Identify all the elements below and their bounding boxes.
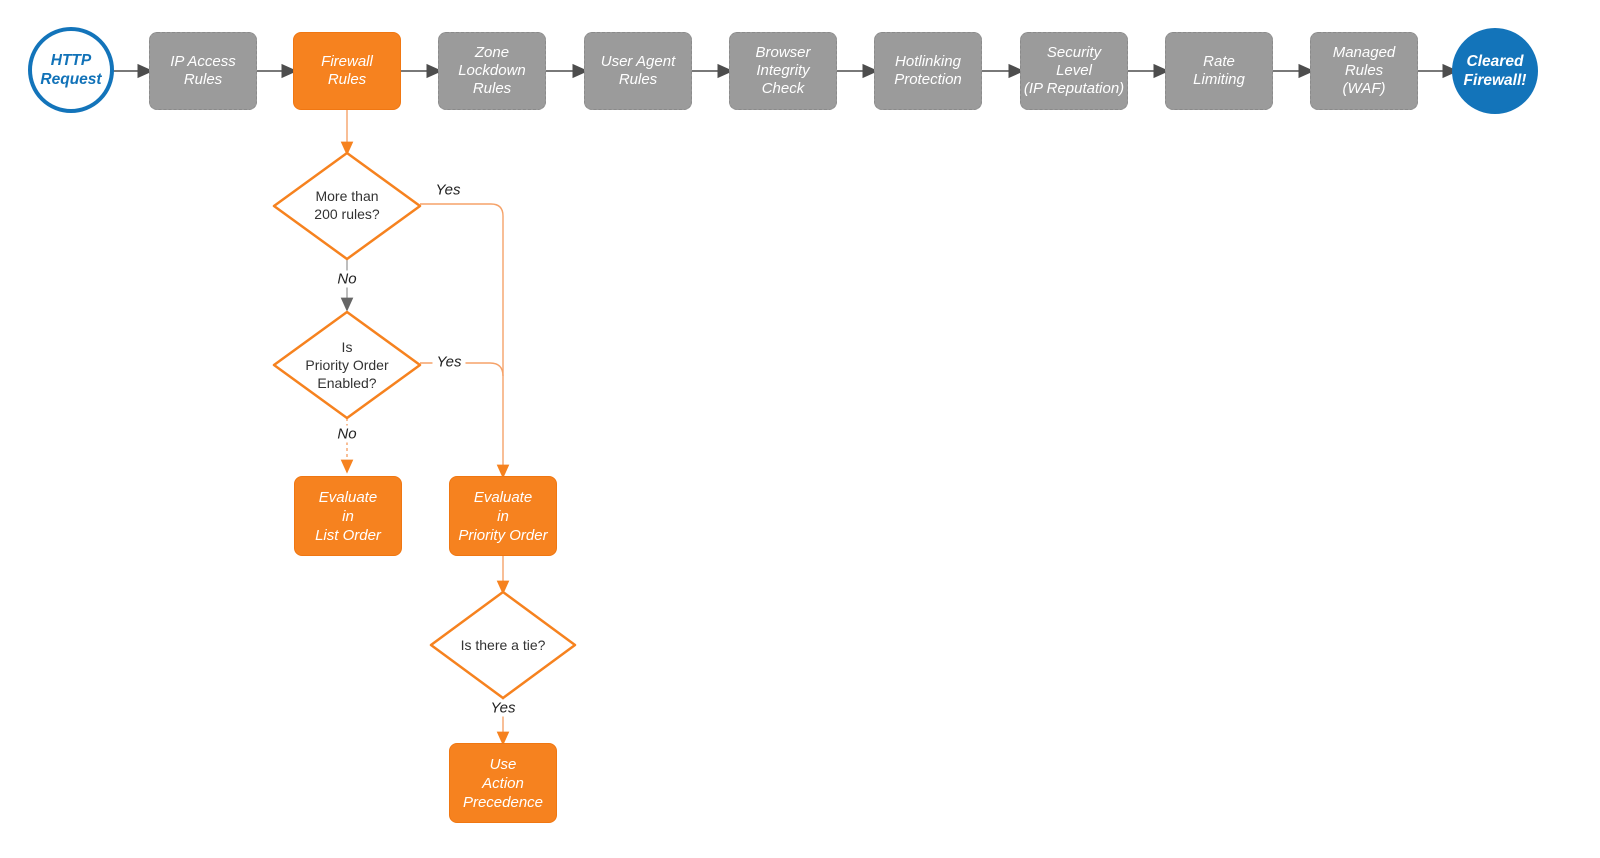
stage-user-agent-rules: User Agent Rules (584, 32, 692, 110)
action-label: Use Action Precedence (462, 755, 544, 811)
stage-browser-integrity-check: Browser Integrity Check (729, 32, 837, 110)
action-label: Evaluate in List Order (315, 488, 381, 544)
stage-label: Security Level (IP Reputation) (1023, 44, 1125, 97)
edge-label-yes-2: Yes (432, 353, 466, 371)
end-node-label: Cleared Firewall! (1463, 53, 1527, 89)
edge-label-yes-3: Yes (486, 699, 520, 717)
stage-zone-lockdown-rules: Zone Lockdown Rules (438, 32, 546, 110)
stage-label: IP Access Rules (170, 53, 236, 88)
connector-decision1-yes (420, 203, 510, 479)
edge-label-yes-1: Yes (431, 181, 465, 199)
decision-more-than-200-rules: More than 200 rules? (314, 188, 380, 222)
start-node-label: HTTP Request (40, 52, 102, 88)
action-evaluate-list-order: Evaluate in List Order (294, 476, 402, 556)
decision-diamond-shape-3 (429, 590, 577, 700)
stage-firewall-rules: Firewall Rules (293, 32, 401, 110)
edge-label-no-1: No (333, 270, 361, 288)
decision-is-there-a-tie: Is there a tie? (460, 637, 546, 653)
end-node-cleared-firewall: Cleared Firewall! (1452, 28, 1538, 114)
stage-label: Managed Rules (WAF) (1332, 44, 1396, 97)
stage-label: Rate Limiting (1193, 53, 1245, 88)
stage-rate-limiting: Rate Limiting (1165, 32, 1273, 110)
stage-managed-rules-waf: Managed Rules (WAF) (1310, 32, 1418, 110)
stage-label: Hotlinking Protection (894, 53, 962, 88)
stage-label: Zone Lockdown Rules (458, 44, 526, 97)
stage-security-level: Security Level (IP Reputation) (1020, 32, 1128, 110)
decision-diamond-shape-1 (272, 151, 422, 261)
action-label: Evaluate in Priority Order (458, 488, 548, 544)
edge-label-no-2: No (333, 425, 361, 443)
stage-ip-access-rules: IP Access Rules (149, 32, 257, 110)
action-evaluate-priority-order: Evaluate in Priority Order (449, 476, 557, 556)
stage-hotlinking-protection: Hotlinking Protection (874, 32, 982, 110)
start-node-http-request: HTTP Request (28, 27, 114, 113)
action-use-action-precedence: Use Action Precedence (449, 743, 557, 823)
stage-label: Browser Integrity Check (755, 44, 811, 97)
stage-label: Firewall Rules (321, 53, 373, 88)
connector-decision2-yes (420, 362, 504, 377)
stage-label: User Agent Rules (600, 53, 676, 88)
decision-priority-order-enabled: Is Priority Order Enabled? (305, 339, 389, 391)
decision-diamond-shape-2 (272, 310, 422, 420)
